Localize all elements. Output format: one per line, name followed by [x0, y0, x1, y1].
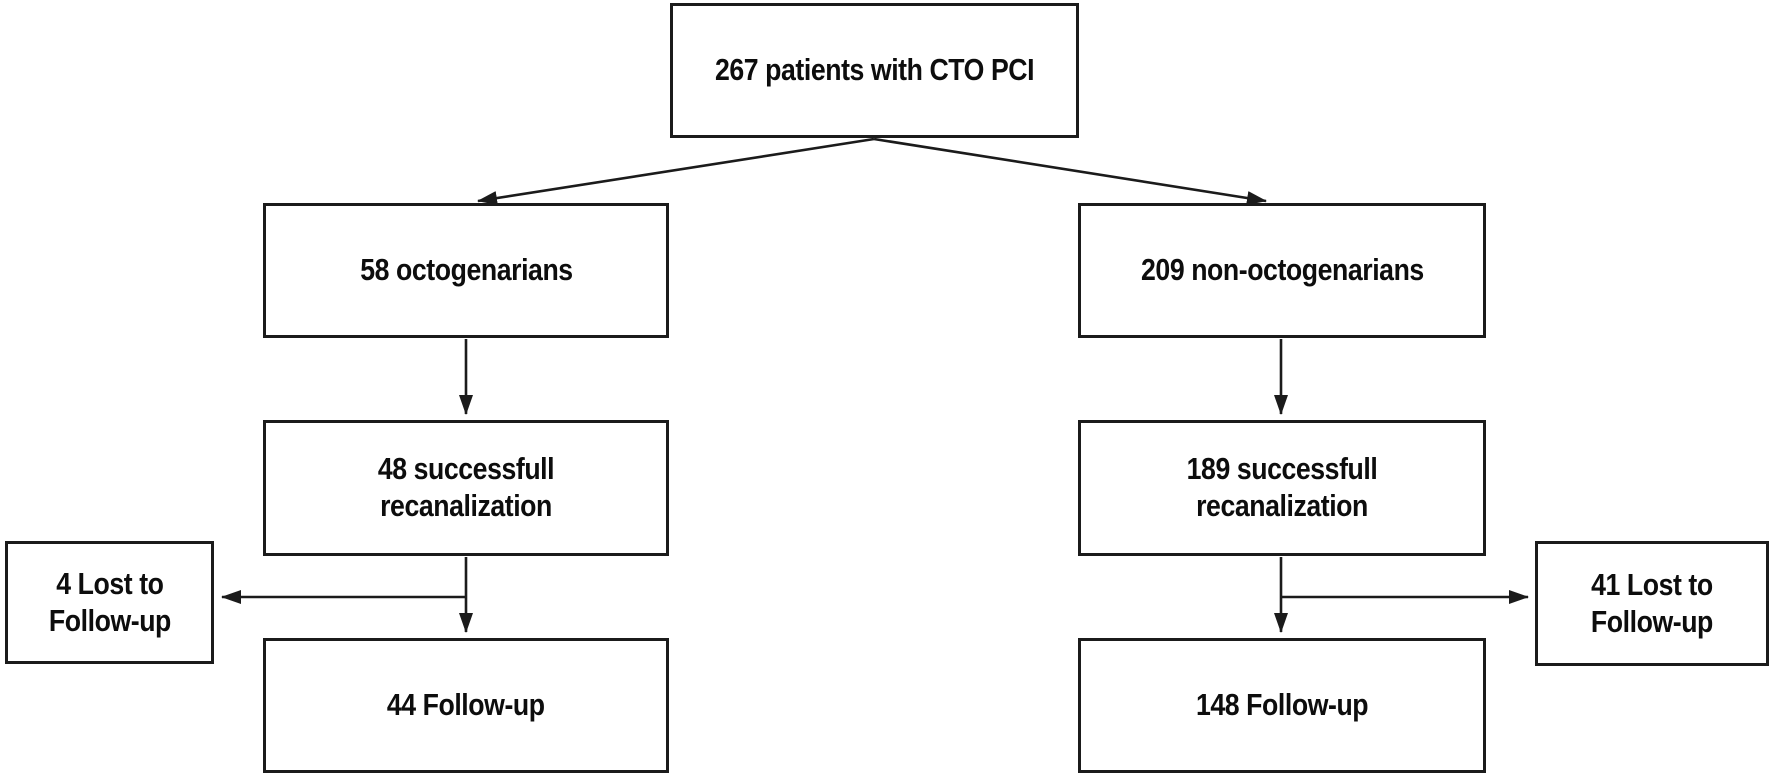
node-octo-lost-to-followup-label: 4 Lost to Follow-up: [48, 565, 171, 638]
node-octo-followup-label: 44 Follow-up: [387, 687, 545, 723]
node-octo-followup: 44 Follow-up: [263, 638, 669, 773]
arrow-total-to-non-octogenarians: [873, 137, 1267, 205]
node-total-patients-label: 267 patients with CTO PCI: [714, 52, 1035, 88]
node-octo-recanalization: 48 successfull recanalization: [263, 420, 669, 556]
node-nonocto-recanalization-label: 189 successfull recanalization: [1186, 451, 1378, 523]
node-octo-lost-to-followup: 4 Lost to Follow-up: [5, 541, 214, 664]
node-non-octogenarians-label: 209 non-octogenarians: [1140, 252, 1424, 288]
node-octo-recanalization-label: 48 successfull recanalization: [377, 451, 555, 523]
node-octogenarians-label: 58 octogenarians: [359, 252, 573, 288]
node-nonocto-lost-to-followup: 41 Lost to Follow-up: [1535, 541, 1769, 666]
arrow-total-to-octogenarians: [477, 137, 875, 205]
node-nonocto-followup-label: 148 Follow-up: [1195, 687, 1369, 723]
node-total-patients: 267 patients with CTO PCI: [670, 3, 1079, 138]
node-non-octogenarians: 209 non-octogenarians: [1078, 203, 1486, 338]
node-nonocto-followup: 148 Follow-up: [1078, 638, 1486, 773]
node-nonocto-recanalization: 189 successfull recanalization: [1078, 420, 1486, 556]
node-nonocto-lost-to-followup-label: 41 Lost to Follow-up: [1591, 566, 1713, 639]
node-octogenarians: 58 octogenarians: [263, 203, 669, 338]
